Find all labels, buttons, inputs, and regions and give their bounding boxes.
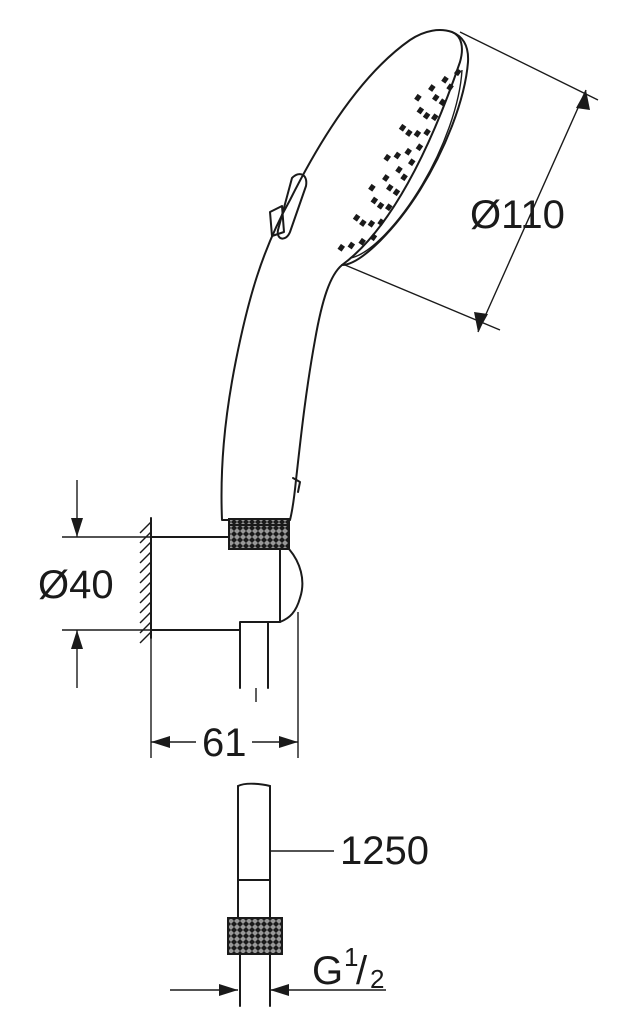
dimension-holder-diameter: Ø40 xyxy=(38,480,151,688)
hatch-line xyxy=(139,601,152,614)
spray-nozzle xyxy=(430,113,439,122)
hose-nut xyxy=(227,917,283,955)
spray-nozzles xyxy=(337,68,462,252)
thread-slash: / xyxy=(356,949,368,993)
spray-nozzle xyxy=(453,68,462,77)
hatch-line xyxy=(139,621,152,634)
spray-nozzle xyxy=(404,147,412,156)
spray-nozzle xyxy=(441,75,449,84)
holder-diameter-label: Ø40 xyxy=(38,563,114,607)
spray-nozzle xyxy=(368,183,376,192)
spray-nozzle xyxy=(395,165,403,174)
spray-nozzle xyxy=(400,173,408,182)
spray-nozzle xyxy=(393,151,402,160)
spray-nozzle xyxy=(438,98,447,107)
spray-nozzle xyxy=(392,188,401,197)
thread-numerator: 1 xyxy=(344,942,358,972)
hand-shower xyxy=(220,29,470,550)
hatch-line xyxy=(139,561,152,574)
hose-ferrule xyxy=(237,879,271,919)
dimension-thread: G 1 / 2 xyxy=(170,942,386,996)
spray-nozzle xyxy=(398,123,407,132)
shower-handle-outline xyxy=(220,29,463,521)
hatch-line xyxy=(139,551,152,564)
spray-nozzle xyxy=(376,201,385,210)
spray-nozzle xyxy=(422,111,431,120)
hatch-line xyxy=(139,541,152,554)
spray-nozzle xyxy=(352,213,361,222)
spray-nozzle xyxy=(386,183,394,192)
thread-denominator: 2 xyxy=(370,964,384,994)
thread-label: G xyxy=(312,949,343,993)
hatch-line xyxy=(139,611,152,624)
spray-nozzle xyxy=(423,128,431,137)
spray-nozzle xyxy=(384,203,393,212)
spray-nozzle xyxy=(446,83,454,92)
hatch-line xyxy=(139,591,152,604)
shower-connector-ring xyxy=(228,518,290,550)
wall-hatching xyxy=(139,521,152,644)
shower-face-outline xyxy=(341,31,470,266)
spray-nozzle xyxy=(337,243,346,252)
spray-nozzle xyxy=(358,237,366,246)
hatch-line xyxy=(139,521,152,534)
spray-nozzle xyxy=(370,196,379,205)
spray-nozzle xyxy=(416,106,425,115)
spray-nozzle xyxy=(405,129,413,137)
spray-nozzle xyxy=(432,93,440,102)
dimension-holder-depth: 61 xyxy=(150,612,299,765)
head-diameter-label: Ø110 xyxy=(470,193,565,237)
spray-nozzle xyxy=(347,241,356,250)
holder-hose xyxy=(239,621,269,689)
spray-nozzle xyxy=(428,84,436,92)
spray-nozzle xyxy=(367,219,376,228)
spray-nozzle xyxy=(359,219,367,227)
spray-nozzle xyxy=(413,129,422,138)
hatch-line xyxy=(139,631,152,644)
spray-nozzle xyxy=(383,153,392,162)
spray-nozzle xyxy=(377,218,385,227)
holder-depth-label: 61 xyxy=(202,721,247,765)
hose-section xyxy=(237,785,271,881)
dimension-hose-length: 1250 xyxy=(270,829,429,873)
hose-end xyxy=(227,782,283,1007)
dimension-head-diameter: Ø110 xyxy=(344,31,599,333)
spray-nozzle xyxy=(369,233,378,242)
spray-nozzle xyxy=(415,143,424,152)
hatch-line xyxy=(139,581,152,594)
hose-length-label: 1250 xyxy=(340,829,429,873)
spray-mode-button xyxy=(276,173,308,240)
spray-nozzle xyxy=(407,158,416,167)
spray-nozzle xyxy=(414,93,422,102)
holder-body xyxy=(150,536,304,631)
spray-button-tab xyxy=(269,205,285,237)
handle-notch xyxy=(292,477,301,493)
hatch-line xyxy=(139,571,152,584)
shower-face-inner xyxy=(349,69,463,259)
spray-nozzle xyxy=(382,174,390,182)
